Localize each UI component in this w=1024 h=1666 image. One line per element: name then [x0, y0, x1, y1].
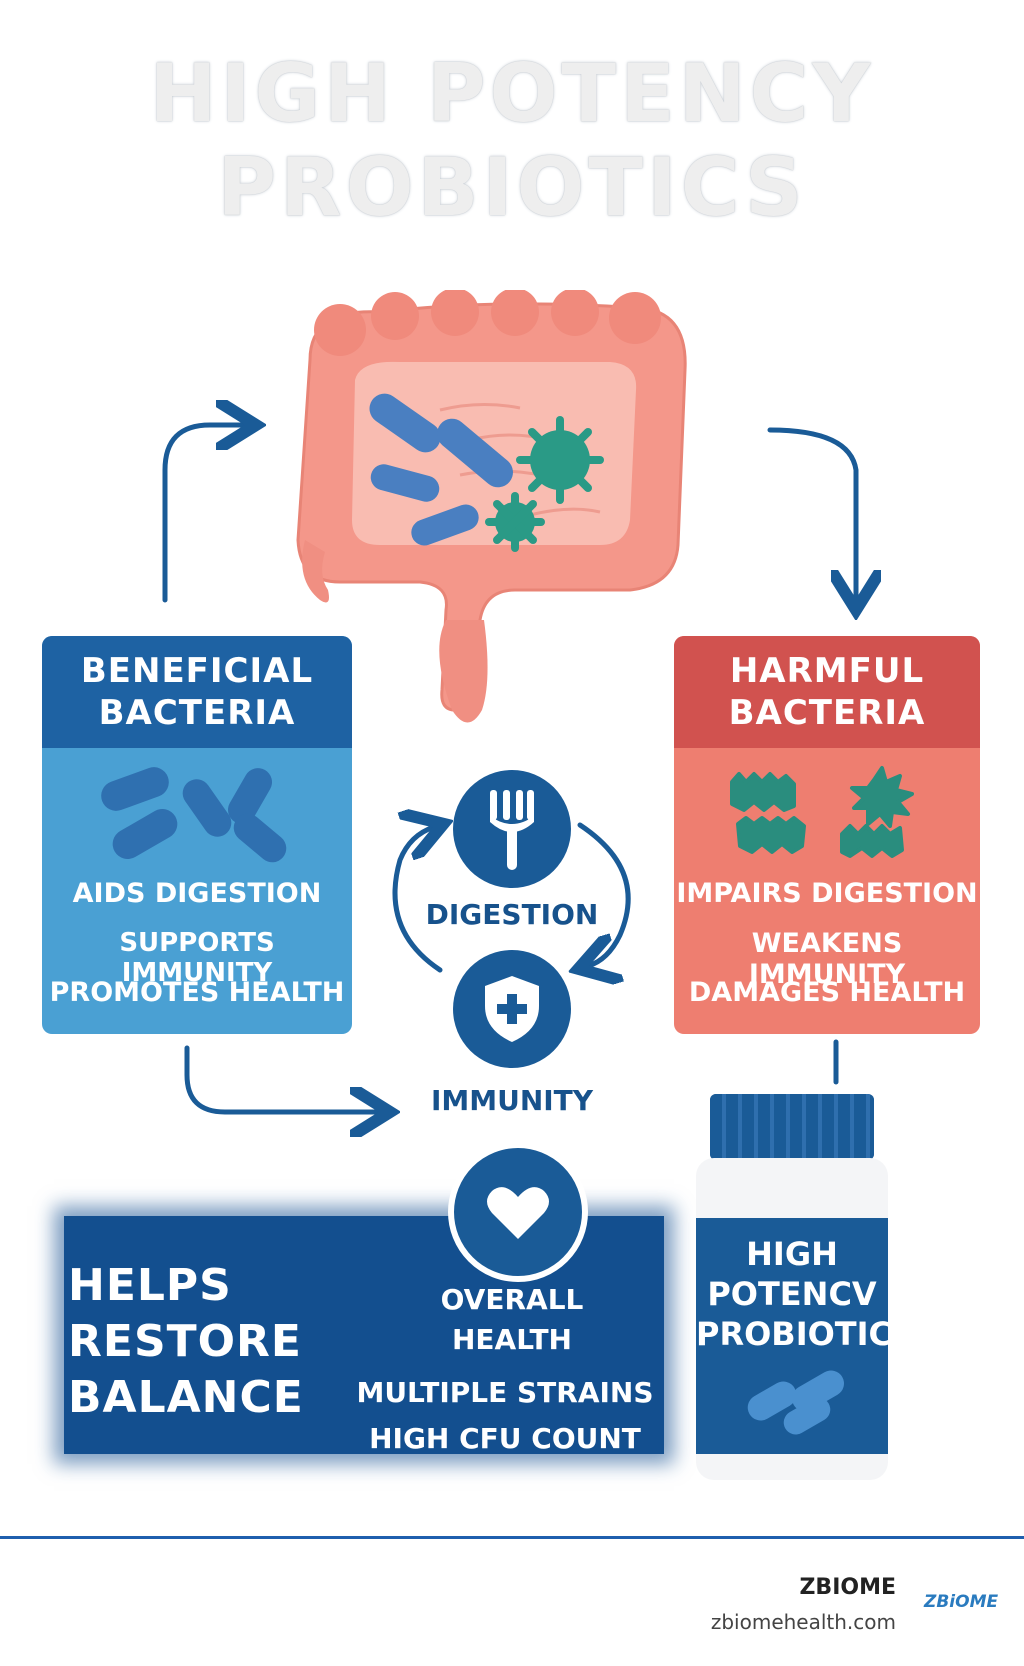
digestion-label: DIGESTION: [425, 898, 599, 931]
cfu-text: HIGH CFU COUNT: [369, 1422, 641, 1455]
footer-brand: ZBIOME: [799, 1575, 896, 1600]
overall-health-circle: [448, 1142, 588, 1282]
beneficial-heading: BENEFICIAL BACTERIA: [42, 636, 352, 748]
immunity-circle: [453, 950, 571, 1068]
footer-url: zbiomehealth.com: [710, 1610, 896, 1634]
capsule-icon: [747, 1370, 844, 1435]
bottle-cap: [710, 1094, 874, 1160]
strains-text: MULTIPLE STRAINS: [356, 1376, 654, 1409]
harmful-heading: HARMFUL BACTERIA: [674, 636, 980, 748]
title-line-2: PROBIOTICS: [217, 141, 807, 234]
harmful-item-3: DAMAGES HEALTH: [688, 977, 966, 1008]
harmful-bacteria-icon: [730, 766, 914, 858]
beneficial-item-1: AIDS DIGESTION: [72, 878, 322, 909]
footer-divider: [0, 1536, 1024, 1539]
title-line-1: HIGH POTENCY: [149, 47, 875, 140]
restore-balance-text: HELPS RESTORE BALANCE: [68, 1260, 304, 1423]
bottle-label: HIGH POTENCV PROBIOTIC: [696, 1218, 892, 1454]
shield-plus-icon: [485, 976, 539, 1042]
harmful-bacteria-panel: HARMFUL BACTERIA IMPAIRS DIGESTION WEAKE…: [674, 636, 980, 1034]
colon-illustration: [296, 290, 687, 723]
probiotic-bottle: HIGH POTENCV PROBIOTIC: [680, 1094, 904, 1480]
heart-icon: [487, 1187, 549, 1239]
beneficial-item-3: PROMOTES HEALTH: [49, 977, 345, 1008]
fork-icon: [490, 790, 534, 870]
beneficial-bacteria-icon: [101, 767, 287, 863]
beneficial-bacteria-panel: BENEFICIAL BACTERIA AIDS DIGESTION SUPPO…: [42, 636, 352, 1034]
digestion-circle: [453, 770, 571, 888]
beneficial-item-2: SUPPORTS IMMUNITY: [119, 928, 275, 988]
harmful-item-1: IMPAIRS DIGESTION: [676, 878, 978, 909]
immunity-label: IMMUNITY: [430, 1084, 594, 1117]
zbiome-logo: ZBiOME: [924, 1592, 999, 1612]
harmful-item-2: WEAKENS IMMUNITY: [748, 928, 906, 990]
overall-health-label: OVERALL HEALTH: [440, 1283, 584, 1356]
